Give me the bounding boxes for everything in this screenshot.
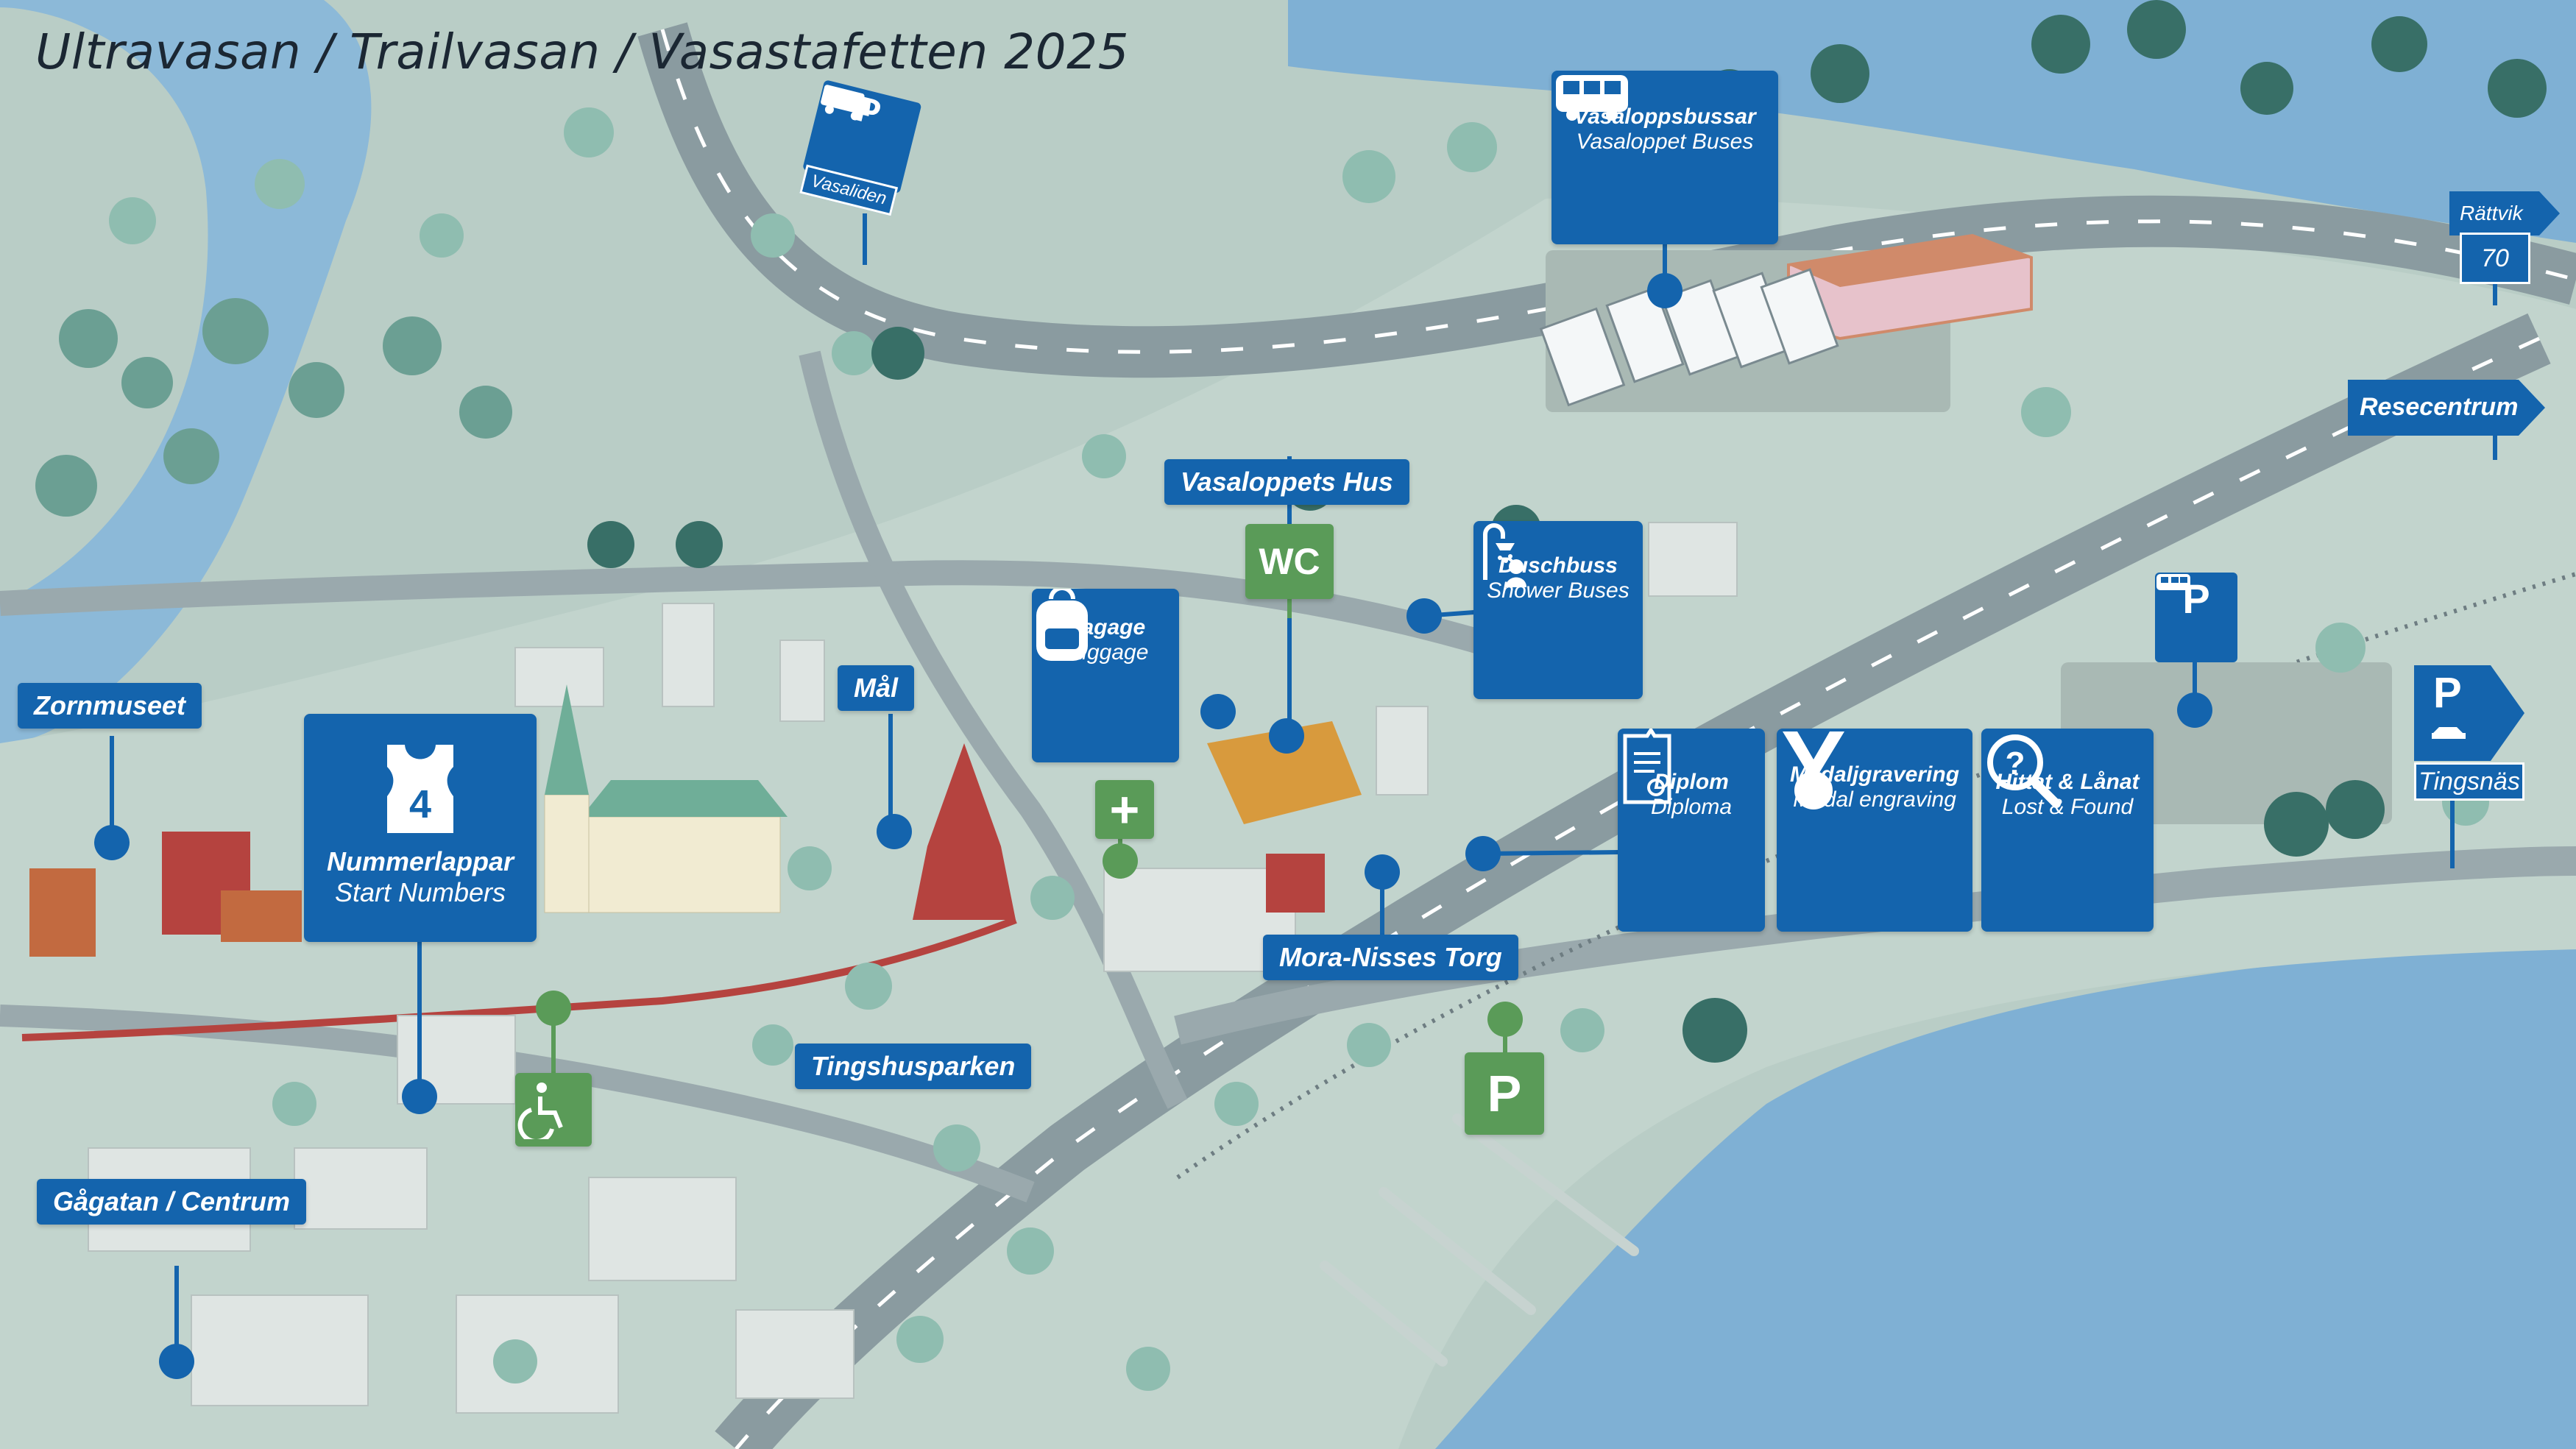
sign-subtitle: Diploma — [1650, 795, 1733, 819]
svg-text:?: ? — [2006, 745, 2025, 782]
resecentrum-label: Resecentrum — [2360, 393, 2519, 421]
label-zornmuseet[interactable]: Zornmuseet — [18, 683, 202, 729]
car-icon — [2432, 727, 2466, 739]
sign-vasaloppsbussar[interactable]: Vasaloppsbussar Vasaloppet Buses — [1551, 71, 1778, 244]
lake-north — [1288, 0, 2576, 243]
bib-icon — [387, 745, 453, 833]
road-number-sign: 70 — [2460, 233, 2530, 284]
accessible-sign[interactable] — [515, 1073, 592, 1147]
parking-bus[interactable]: P — [2155, 573, 2237, 662]
sign-subtitle: Start Numbers — [334, 877, 506, 907]
town-street-1 — [0, 560, 1550, 675]
green-pin-dots — [536, 843, 1523, 1037]
parking-tingsnas[interactable]: P Tingsnäs — [2414, 665, 2524, 871]
sign-subtitle: Lost & Found — [2001, 795, 2134, 819]
parking-vasaliden[interactable]: P Vasaliden — [794, 79, 922, 225]
trees — [35, 0, 2547, 1391]
label-mal[interactable]: Mål — [838, 665, 915, 711]
label-gagatan[interactable]: Gågatan / Centrum — [37, 1179, 307, 1225]
parking-letter: P — [1487, 1065, 1522, 1122]
sign-subtitle: Vasaloppet Buses — [1576, 130, 1754, 154]
rattvik-label: Rättvik — [2460, 202, 2523, 224]
diploma-icon — [1623, 729, 1671, 804]
route-fence — [21, 916, 1017, 1041]
medal-icon — [1783, 731, 1844, 809]
town-street-2 — [799, 350, 1188, 1109]
label-mora-nisses-torg[interactable]: Mora-Nisses Torg — [1263, 935, 1518, 980]
parking-name: Tingsnäs — [2418, 768, 2520, 796]
zorn-building-3 — [221, 890, 302, 942]
church — [544, 684, 788, 913]
town-street-3 — [0, 1005, 1035, 1202]
sign-hittat[interactable]: ? Hittat & Lånat Lost & Found — [1981, 729, 2154, 932]
bus-icon — [2156, 574, 2190, 590]
sign-title: Diplom — [1654, 770, 1729, 794]
buildings — [88, 522, 1738, 1414]
sign-duschbuss[interactable]: Duschbuss Shower Buses — [1473, 521, 1643, 699]
sign-diplom[interactable]: Diplom Diploma — [1618, 729, 1765, 932]
first-aid-sign[interactable]: + — [1095, 780, 1154, 839]
piers — [1320, 1113, 1639, 1367]
zorn-building-1 — [29, 868, 96, 957]
red-house — [1266, 854, 1325, 913]
magnifier-icon: ? — [1987, 734, 2061, 808]
sign-rattvik[interactable]: Rättvik — [2449, 191, 2560, 235]
diagonal-road-lines — [735, 336, 2541, 1449]
parking-letter: P — [2433, 669, 2462, 717]
parking-torg[interactable]: P — [1465, 1052, 1544, 1135]
shower-icon — [1483, 523, 1526, 587]
main-road-lines — [660, 29, 2576, 354]
camper-icon — [821, 85, 871, 121]
label-tingshusparken[interactable]: Tingshusparken — [795, 1044, 1032, 1089]
wc-label: WC — [1259, 541, 1320, 582]
bell-tower — [913, 743, 1016, 920]
label-vasaloppets-hus[interactable]: Vasaloppets Hus — [1164, 459, 1409, 505]
buses — [1539, 268, 1839, 407]
arrow-right-icon — [2449, 191, 2560, 235]
arrow-right-icon — [2414, 665, 2524, 761]
sign-medaljgravering[interactable]: Medaljgravering Medal engraving — [1777, 729, 1972, 932]
page-title: Ultravasan / Trailvasan / Vasastafetten … — [35, 24, 1130, 80]
sign-nummerlappar[interactable]: 4 Nummerlappar Start Numbers — [304, 714, 537, 942]
first-aid-icon: + — [1109, 781, 1140, 838]
backpack-icon — [1036, 589, 1088, 661]
bib-number: 4 — [408, 782, 432, 826]
road-number: 70 — [2481, 244, 2509, 272]
east-peninsula — [0, 197, 2576, 1449]
accessible-icon — [517, 1083, 563, 1139]
vasaloppets-hus — [1207, 721, 1362, 824]
bus-icon — [1556, 75, 1628, 121]
sign-bagage[interactable]: Bagage Luggage — [1032, 589, 1179, 762]
wc-sign[interactable]: WC — [1245, 524, 1334, 599]
pin-dots — [94, 273, 2212, 1379]
lake-south — [1435, 949, 2576, 1449]
arrow-right-icon — [2348, 380, 2545, 436]
sign-title: Nummerlappar — [326, 846, 514, 876]
sign-resecentrum[interactable]: Resecentrum — [2348, 380, 2547, 436]
